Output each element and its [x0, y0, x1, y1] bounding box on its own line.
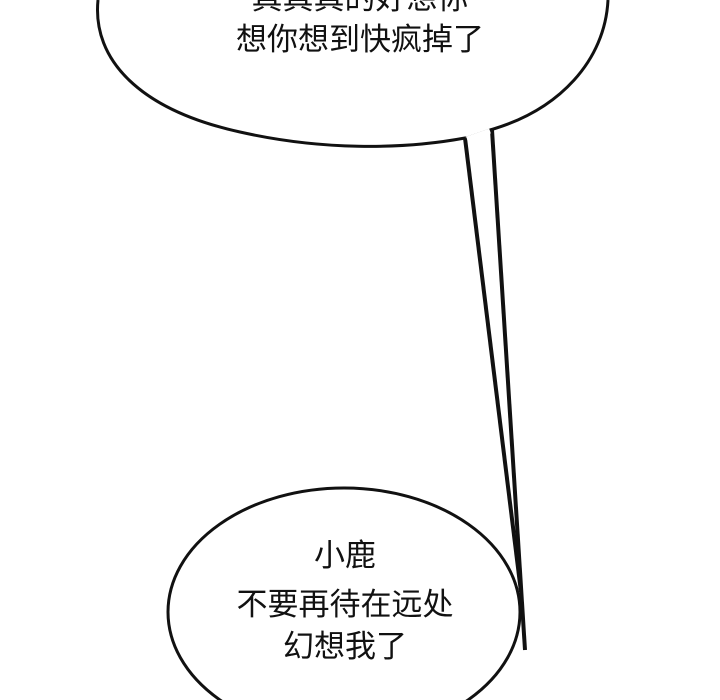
bottom-bubble-line-2: 不要再待在远处 — [236, 587, 454, 623]
top-speech-bubble — [96, 0, 610, 651]
top-bubble-line-1: 真真真的好想你 — [0, 0, 720, 15]
bottom-speech-bubble — [166, 486, 522, 700]
bottom-bubble-line-1: 小鹿 — [314, 538, 376, 574]
top-bubble-line-2: 想你想到快疯掉了 — [236, 22, 484, 58]
bottom-bubble-line-3: 幻想我了 — [283, 629, 407, 665]
